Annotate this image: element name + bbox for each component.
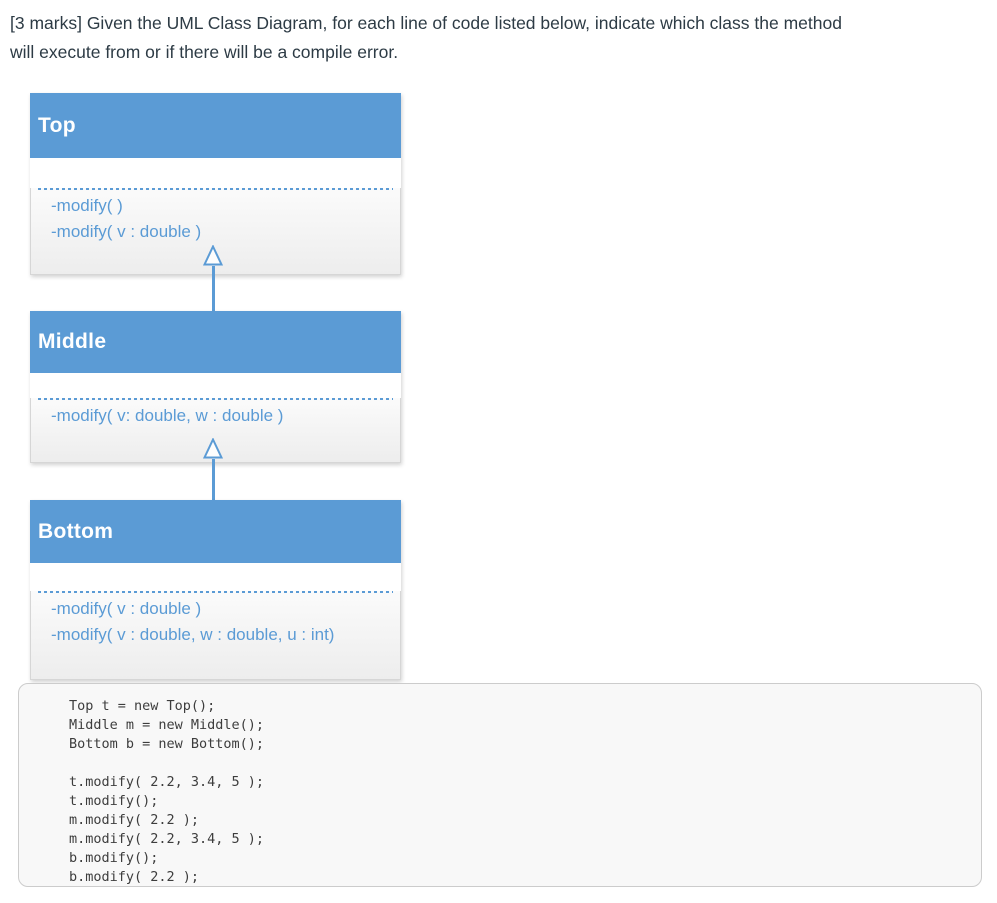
code-line: m.modify( 2.2 );: [69, 812, 200, 828]
code-line: Bottom b = new Bottom();: [69, 736, 265, 752]
class-name: Bottom: [38, 519, 114, 543]
class-box-bottom: Bottom -modify( v : double ) -modify( v …: [30, 500, 401, 680]
arrow-line: [211, 459, 215, 500]
inheritance-arrow-bottom-to-middle: [203, 438, 223, 500]
class-name: Top: [38, 113, 76, 137]
inheritance-arrow-middle-to-top: [203, 245, 223, 311]
code-line: b.modify();: [69, 850, 159, 866]
class-header: Bottom: [30, 500, 401, 563]
code-line: b.modify( 2.2 );: [69, 869, 200, 885]
code-block: Top t = new Top(); Middle m = new Middle…: [18, 683, 982, 887]
code-line: [69, 754, 981, 773]
method-item: -modify( v : double ): [51, 222, 202, 241]
method-item: -modify( v : double ): [51, 599, 202, 618]
question-line-2: will execute from or if there will be a …: [10, 42, 399, 62]
method-item: -modify( v : double, w : double, u : int…: [51, 625, 335, 644]
inheritance-triangle-icon: [203, 438, 223, 459]
method-item: -modify( ): [51, 196, 123, 215]
code-line: m.modify( 2.2, 3.4, 5 );: [69, 831, 265, 847]
methods-list: -modify( v: double, w : double ): [31, 400, 400, 429]
class-header: Top: [30, 93, 401, 158]
method-item: -modify( v: double, w : double ): [51, 406, 284, 425]
class-body: -modify( v : double ) -modify( v : doubl…: [30, 591, 401, 680]
attributes-methods-divider: [38, 398, 393, 400]
question-line-1: [3 marks] Given the UML Class Diagram, f…: [10, 13, 842, 33]
class-header: Middle: [30, 311, 401, 373]
attributes-methods-divider: [38, 591, 393, 593]
methods-list: -modify( ) -modify( v : double ): [31, 190, 400, 245]
attributes-methods-divider: [38, 188, 393, 190]
arrow-line: [211, 266, 215, 311]
code-line: t.modify( 2.2, 3.4, 5 );: [69, 774, 265, 790]
question-text: [3 marks] Given the UML Class Diagram, f…: [10, 9, 985, 67]
code-line: t.modify();: [69, 793, 159, 809]
code-line: Top t = new Top();: [69, 698, 216, 714]
inheritance-triangle-icon: [203, 245, 223, 266]
class-name: Middle: [38, 330, 107, 353]
methods-list: -modify( v : double ) -modify( v : doubl…: [31, 593, 400, 648]
code-line: Middle m = new Middle();: [69, 717, 265, 733]
